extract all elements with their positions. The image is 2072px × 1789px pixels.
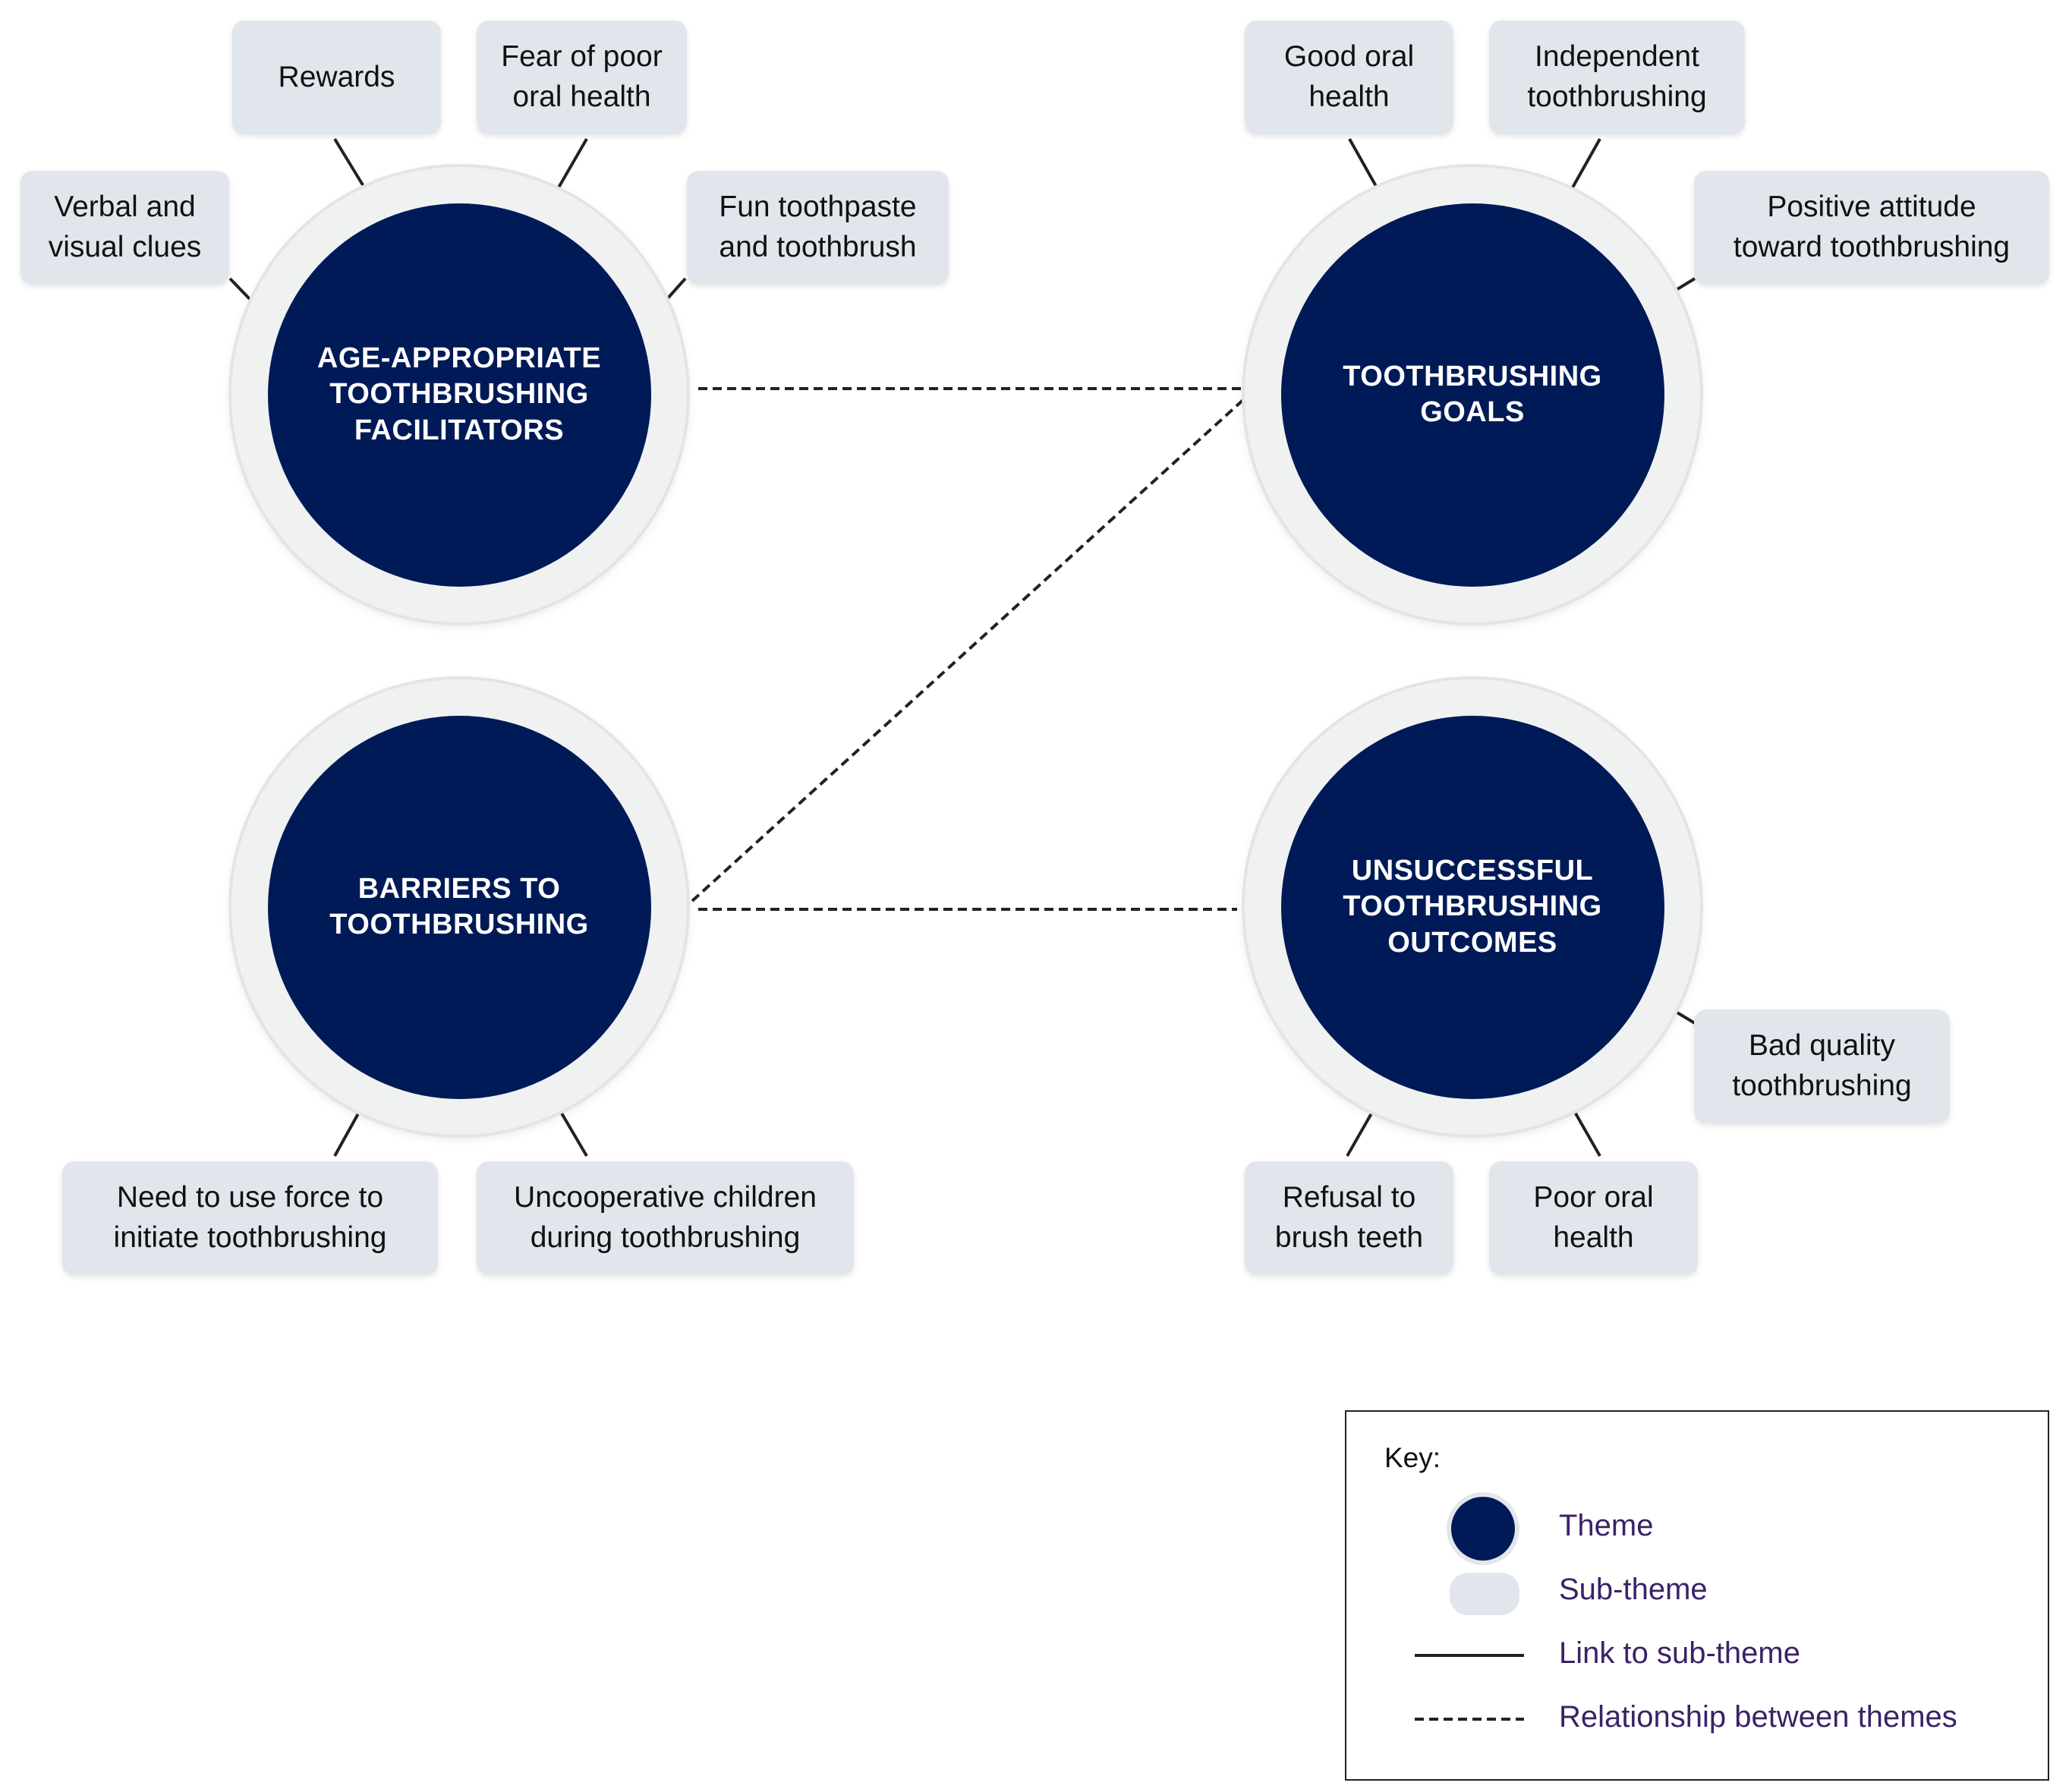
subtheme-label: Positive attitude toward toothbrushing (1733, 191, 2011, 263)
subtheme-uncooperative-children: Uncooperative children during toothbrush… (477, 1161, 854, 1275)
link-positive-attitude (1676, 277, 1696, 291)
legend-label-theme: Theme (1559, 1509, 1654, 1542)
link-good-oral-health (1348, 138, 1378, 188)
subtheme-positive-attitude-toward-toothbrushing: Positive attitude toward toothbrushing (1694, 171, 2049, 285)
subtheme-refusal-to-brush-teeth: Refusal to brush teeth (1245, 1161, 1453, 1275)
subtheme-label: Poor oral health (1533, 1181, 1654, 1254)
legend-box: Key: Theme Sub-theme Link to sub-theme R… (1345, 1410, 2049, 1781)
subtheme-need-to-use-force: Need to use force to initiate toothbrush… (62, 1161, 438, 1275)
subtheme-label: Good oral health (1283, 40, 1415, 113)
legend-solid-line-symbol (1415, 1654, 1524, 1657)
theme-label: UNSUCCESSFUL TOOTHBRUSHING OUTCOMES (1343, 854, 1602, 959)
theme-circle: UNSUCCESSFUL TOOTHBRUSHING OUTCOMES (1280, 715, 1664, 1099)
subtheme-label: Uncooperative children during toothbrush… (514, 1181, 817, 1254)
theme-label: BARRIERS TO TOOTHBRUSHING (329, 872, 589, 941)
subtheme-label: Fear of poor oral health (501, 40, 663, 113)
link-need-force (333, 1107, 363, 1157)
legend-subtheme-symbol (1450, 1573, 1519, 1615)
subtheme-label: Bad quality toothbrushing (1732, 1029, 1912, 1102)
link-rewards (333, 137, 366, 189)
subtheme-label: Independent toothbrushing (1527, 40, 1707, 113)
legend-theme-symbol (1451, 1497, 1515, 1561)
subtheme-label: Refusal to brush teeth (1274, 1181, 1424, 1254)
subtheme-poor-oral-health: Poor oral health (1489, 1161, 1698, 1275)
subtheme-fun-toothpaste-and-toothbrush: Fun toothpaste and toothbrush (687, 171, 949, 285)
subtheme-label: Rewards (278, 60, 395, 93)
subtheme-rewards: Rewards (232, 20, 441, 134)
link-independent-toothbrushing (1571, 138, 1601, 188)
subtheme-bad-quality-toothbrushing: Bad quality toothbrushing (1694, 1009, 1950, 1123)
subtheme-good-oral-health: Good oral health (1245, 20, 1453, 134)
legend-label-subtheme: Sub-theme (1559, 1573, 1708, 1606)
theme-label: TOOTHBRUSHING GOALS (1343, 360, 1602, 429)
link-uncooperative (557, 1107, 588, 1157)
link-bad-quality (1674, 1010, 1696, 1025)
subtheme-label: Need to use force to initiate toothbrush… (113, 1181, 387, 1254)
theme-label: AGE-APPROPRIATE TOOTHBRUSHING FACILITATO… (316, 342, 602, 446)
subtheme-fear-of-poor-oral-health: Fear of poor oral health (477, 20, 687, 134)
legend-label-dashed-line: Relationship between themes (1559, 1700, 1957, 1734)
legend-title: Key: (1384, 1442, 1441, 1473)
relationship-barriers-goals (691, 397, 1246, 902)
legend-label-solid-line: Link to sub-theme (1559, 1636, 1800, 1670)
link-fear-of-poor-oral-health (557, 137, 588, 189)
theme-circle: BARRIERS TO TOOTHBRUSHING (267, 715, 651, 1099)
theme-circle: AGE-APPROPRIATE TOOTHBRUSHING FACILITATO… (267, 203, 651, 587)
link-refusal (1346, 1107, 1376, 1157)
link-poor-oral-health (1571, 1107, 1601, 1157)
theme-barriers: BARRIERS TO TOOTHBRUSHING (231, 679, 687, 1135)
link-verbal-and-visual-clues (228, 277, 252, 301)
subtheme-independent-toothbrushing: Independent toothbrushing (1489, 20, 1745, 134)
theme-circle: TOOTHBRUSHING GOALS (1280, 203, 1664, 587)
subtheme-label: Verbal and visual clues (48, 191, 202, 263)
theme-facilitators: AGE-APPROPRIATE TOOTHBRUSHING FACILITATO… (231, 167, 687, 622)
legend-dashed-line-symbol (1415, 1718, 1524, 1721)
theme-outcomes: UNSUCCESSFUL TOOTHBRUSHING OUTCOMES (1245, 679, 1700, 1135)
subtheme-label: Fun toothpaste and toothbrush (719, 191, 917, 263)
theme-goals: TOOTHBRUSHING GOALS (1245, 167, 1700, 622)
link-fun-toothpaste (665, 277, 687, 301)
subtheme-verbal-and-visual-clues: Verbal and visual clues (20, 171, 229, 285)
